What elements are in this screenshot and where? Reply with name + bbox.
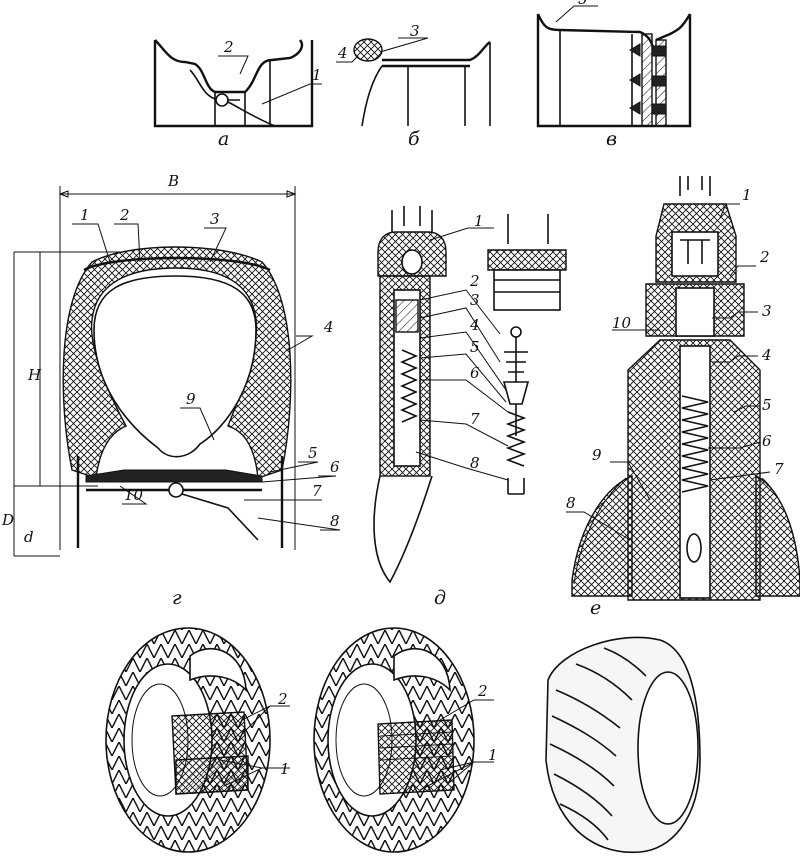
label-d-5: 5 [470,338,480,356]
figure-a: 2 1 а [153,38,322,150]
label-tire-middle-1: 1 [488,746,498,764]
dim-width-B: B [167,172,179,190]
label-a-1: 1 [312,66,322,84]
label-e-9: 9 [592,446,602,464]
caption-v: в [606,128,617,150]
label-b-3: 3 [410,22,420,40]
label-e-3: 3 [762,302,772,320]
label-tire-left-2: 2 [277,690,288,708]
label-e-4: 4 [761,346,772,364]
label-e-5: 5 [762,396,772,414]
figure-b: 4 3 б [336,22,491,150]
label-a-2: 2 [223,38,234,56]
caption-b: б [408,128,420,150]
dim-rim-d: d [24,528,34,546]
figure-g: B H D d 1 2 3 4 9 5 6 7 10 8 г [1,172,341,609]
figure-d: 1 2 3 4 5 6 7 8 д [373,206,567,609]
label-g-3: 3 [210,210,220,228]
label-d-6: 6 [470,364,480,382]
tire-middle: 2 1 [313,627,498,853]
tire-left: 2 1 [105,627,290,853]
label-b-4: 4 [337,44,348,62]
label-e-1: 1 [742,186,752,204]
label-g-10: 10 [124,486,144,504]
label-g-5: 5 [308,444,318,462]
dim-outer-D: D [1,511,14,529]
label-g-9: 9 [186,390,196,408]
dim-height-H: H [27,366,42,384]
label-d-3: 3 [470,291,480,309]
label-e-7: 7 [774,460,784,478]
caption-g: г [172,587,182,609]
label-e-8: 8 [566,494,576,512]
label-v-5: 5 [578,0,588,8]
label-g-2: 2 [119,206,130,224]
label-tire-middle-2: 2 [477,682,488,700]
label-tire-left-1: 1 [280,760,290,778]
label-e-2: 2 [759,248,770,266]
caption-a: а [218,128,229,150]
label-d-2: 2 [469,272,480,290]
caption-e: е [590,597,601,619]
label-g-8: 8 [330,512,340,530]
label-g-6: 6 [330,458,340,476]
label-g-7: 7 [312,482,322,500]
label-d-1: 1 [474,212,484,230]
label-d-7: 7 [470,410,480,428]
label-g-4: 4 [323,318,334,336]
label-g-1: 1 [80,206,90,224]
label-e-10: 10 [612,314,632,332]
caption-d: д [434,587,446,609]
label-d-4: 4 [469,316,480,334]
figure-e: 1 2 3 10 4 5 9 6 7 8 е [566,176,800,619]
tire-right-tractor [545,636,701,854]
figure-v: 5 в [536,0,692,150]
label-e-6: 6 [762,432,772,450]
label-d-8: 8 [470,454,480,472]
